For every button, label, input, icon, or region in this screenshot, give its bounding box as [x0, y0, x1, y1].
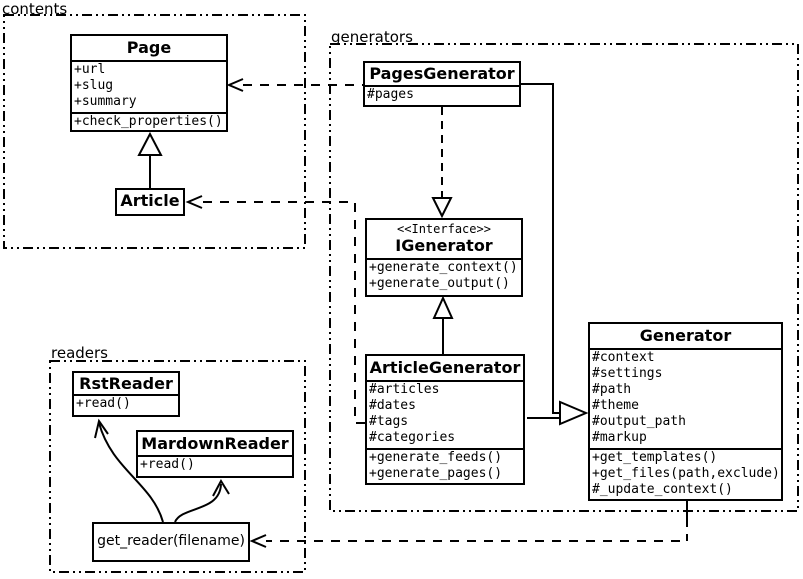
interface-name: IGenerator: [395, 236, 493, 255]
uml-interface-igenerator: <<Interface>> IGenerator +generate_conte…: [365, 218, 523, 297]
method-row: +get_files(path,exclude): [592, 466, 780, 481]
call-arrow-getreader-to-mardownreader: [174, 478, 230, 523]
method-row: #_update_context(): [592, 482, 733, 497]
methods-section: +generate_context() +generate_output(): [367, 260, 521, 292]
class-title: MardownReader: [138, 432, 292, 457]
method-row: +read(): [76, 396, 131, 411]
class-title: RstReader: [74, 373, 178, 396]
package-label-readers: readers: [51, 344, 108, 362]
call-arrow-getreader-to-rstreader: [94, 418, 164, 523]
attribute-row: #context: [592, 350, 655, 365]
attribute-row: #tags: [369, 414, 409, 429]
uml-class-page: Page +url +slug +summary +check_properti…: [70, 34, 228, 132]
stereotype-label: <<Interface>>: [397, 222, 491, 236]
attribute-row: +slug: [74, 78, 114, 93]
package-border-generators: [329, 43, 799, 512]
package-border-readers: [49, 360, 306, 573]
methods-section: +read(): [74, 396, 178, 412]
attribute-row: #output_path: [592, 414, 686, 429]
package-border-contents: [3, 14, 306, 249]
attribute-row: #markup: [592, 430, 647, 445]
class-title: Generator: [590, 324, 781, 350]
inheritance-articlegenerator-to-igenerator: [432, 295, 454, 354]
dependency-articlegenerator-to-article: [185, 195, 365, 424]
attribute-row: #pages: [367, 87, 414, 102]
uml-class-rst-reader: RstReader +read(): [72, 371, 180, 417]
inheritance-generators-to-generator: [521, 83, 589, 426]
dependency-pagesgenerator-to-page: [226, 78, 363, 92]
attributes-section: +url +slug +summary: [72, 62, 226, 114]
attribute-row: #theme: [592, 398, 639, 413]
dependency-generator-to-getreader: [249, 500, 688, 548]
class-title: ArticleGenerator: [367, 356, 523, 382]
method-row: +generate_context(): [369, 260, 518, 275]
methods-section: +generate_feeds() +generate_pages(): [367, 450, 523, 482]
function-box-get-reader: get_reader(filename): [92, 522, 250, 562]
method-row: +get_templates(): [592, 450, 718, 465]
uml-class-article-generator: ArticleGenerator #articles #dates #tags …: [365, 354, 525, 485]
attribute-row: #settings: [592, 366, 663, 381]
attributes-section: #context #settings #path #theme #output_…: [590, 350, 781, 450]
method-row: +generate_feeds(): [369, 450, 503, 465]
uml-class-article: Article: [115, 188, 185, 216]
attribute-row: +summary: [74, 94, 137, 109]
uml-class-pages-generator: PagesGenerator #pages: [363, 61, 521, 107]
realization-pagesgenerator-to-igenerator: [431, 107, 453, 219]
attribute-row: #dates: [369, 398, 416, 413]
class-title: <<Interface>> IGenerator: [367, 220, 521, 260]
uml-class-mardown-reader: MardownReader +read(): [136, 430, 294, 478]
method-row: +check_properties(): [74, 114, 223, 129]
attributes-section: #articles #dates #tags #categories: [367, 382, 523, 450]
method-row: +generate_output(): [369, 276, 510, 291]
methods-section: +check_properties(): [72, 114, 226, 130]
methods-section: +get_templates() +get_files(path,exclude…: [590, 450, 781, 498]
package-label-generators: generators: [331, 28, 413, 46]
method-row: +read(): [140, 457, 195, 472]
attribute-row: #path: [592, 382, 632, 397]
class-title: PagesGenerator: [365, 63, 519, 87]
methods-section: +read(): [138, 457, 292, 473]
inheritance-article-to-page: [137, 131, 163, 188]
attribute-row: +url: [74, 62, 106, 77]
uml-class-generator: Generator #context #settings #path #them…: [588, 322, 783, 501]
attribute-row: #articles: [369, 382, 440, 397]
method-row: +generate_pages(): [369, 466, 503, 481]
class-title: Article: [120, 191, 180, 210]
package-label-contents: contents: [2, 0, 68, 18]
attributes-section: #pages: [365, 87, 519, 103]
class-title: Page: [72, 36, 226, 62]
attribute-row: #categories: [369, 430, 456, 445]
